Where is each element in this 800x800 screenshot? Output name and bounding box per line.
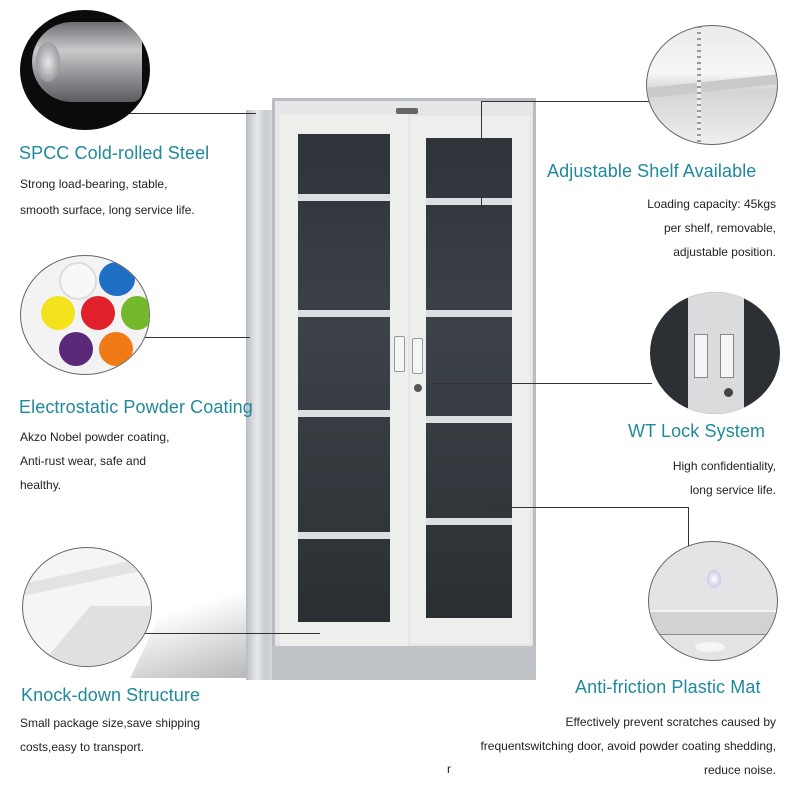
right-door [410,116,530,644]
stray-character: r [447,762,451,776]
feature-title-lock: WT Lock System [628,421,766,441]
left-door-glass [298,134,390,622]
mat-shelf-edge [649,610,777,635]
powder-green [121,296,149,330]
feature-desc-lock: High confidentiality, long service life. [672,459,776,497]
connector-knockdown [145,633,320,634]
shelf [298,194,390,201]
shelf [298,532,390,539]
steel-coil-image [20,10,150,130]
shelf [298,310,390,317]
powder-purple [59,332,93,366]
connector-mat [488,507,688,508]
cabinet-illustration [130,98,536,683]
powder-yellow [41,296,75,330]
right-door-glass [426,138,512,618]
powder-white [59,262,97,300]
panel-bottom [39,606,151,666]
brand-plate [396,108,418,114]
feature-title-shelf: Adjustable Shelf Available [547,161,757,181]
shelf [298,410,390,417]
connector-shelf [481,101,649,102]
connector-lock [432,383,652,384]
shelf [426,518,512,525]
shelf [426,416,512,423]
shelf [426,310,512,317]
feature-title-knockdown: Knock-down Structure [21,685,201,705]
feature-desc-mat: Effectively prevent scratches caused by … [480,715,776,777]
cabinet-base [272,646,536,680]
feature-title-steel: SPCC Cold-rolled Steel [19,143,210,163]
connector-steel [128,113,256,114]
connector-coating [145,337,250,338]
mat-pad [695,642,725,652]
connector-mat-drop [688,507,689,547]
feature-desc-knockdown: Small package size,save shipping costs,e… [20,716,201,754]
feature-desc-coating: Akzo Nobel powder coating, Anti-rust wea… [20,430,170,492]
feature-title-coating: Electrostatic Powder Coating [19,397,253,417]
lock-icon [414,384,422,392]
lock-handles-image [650,292,780,414]
powder-colors-image [20,255,150,375]
handle-right [720,334,734,378]
powder-orange [99,332,133,366]
door-handle [412,338,423,374]
door-handle [394,336,405,372]
panel-corner-image [22,547,152,667]
mat-bumper [707,570,721,588]
shelf-rail [697,26,701,144]
feature-title-mat: Anti-friction Plastic Mat [575,677,761,697]
shelf-edge [647,74,777,98]
panel-top [23,554,151,598]
left-door [280,114,408,646]
shelf-bracket-image [646,25,778,145]
plastic-mat-image [648,541,778,661]
steel-coil-core [36,42,60,82]
feature-desc-steel: Strong load-bearing, stable, smooth surf… [20,177,195,217]
powder-blue [99,262,135,296]
shelf [426,198,512,205]
feature-desc-shelf: Loading capacity: 45kgs per shelf, remov… [647,197,776,259]
connector-shelf-drop [481,101,482,211]
lock-icon [724,388,733,397]
handle-left [694,334,708,378]
powder-red [81,296,115,330]
